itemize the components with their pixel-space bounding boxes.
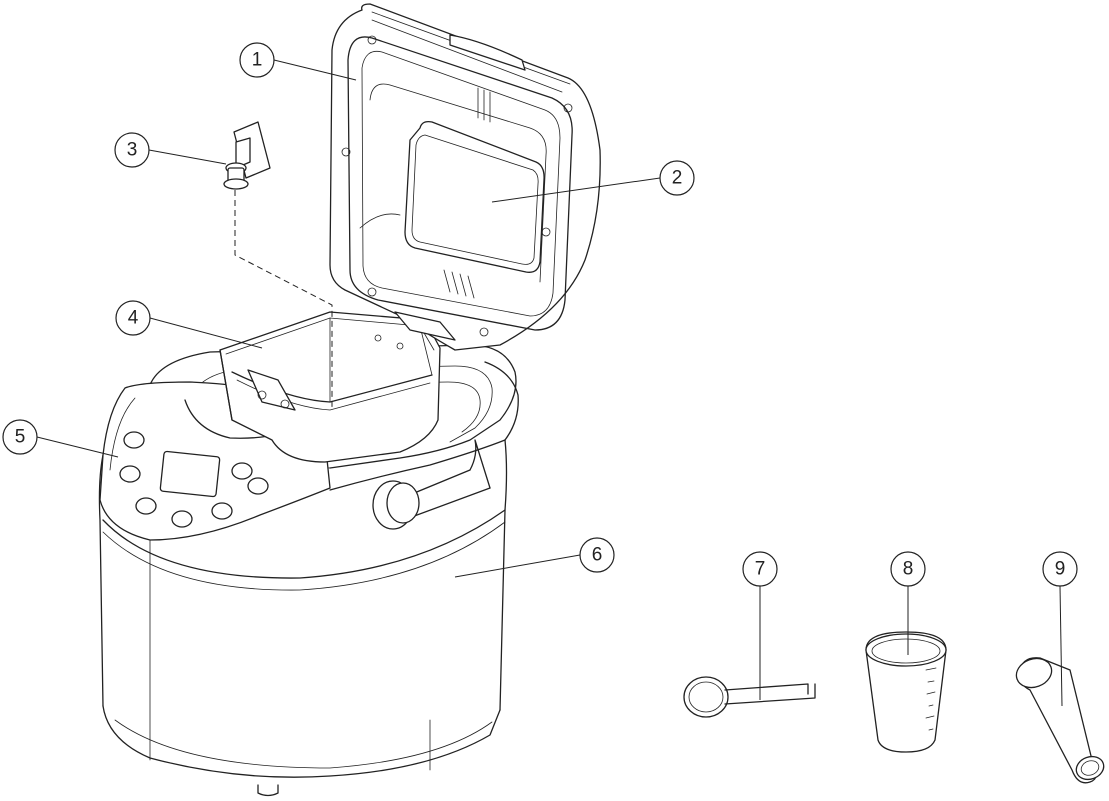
side-knob <box>372 439 491 530</box>
lid <box>329 3 601 351</box>
measuring-spoon <box>1015 657 1105 784</box>
callout-label: 6 <box>592 545 603 566</box>
baking-pan <box>219 311 441 463</box>
leader-lines <box>36 59 1063 707</box>
callout-9: 9 <box>1042 551 1078 587</box>
callout-1: 1 <box>239 42 275 78</box>
callout-label: 4 <box>128 308 139 329</box>
callout-7: 7 <box>742 551 778 587</box>
panel-button <box>135 497 157 515</box>
callout-label: 5 <box>15 427 26 448</box>
panel-button <box>231 462 253 480</box>
callout-3: 3 <box>114 132 150 168</box>
hook-remover <box>683 676 816 718</box>
panel-button <box>119 465 141 483</box>
panel-button <box>171 510 193 528</box>
callout-8: 8 <box>890 551 926 587</box>
viewing-window <box>404 120 545 273</box>
callout-label: 7 <box>755 559 766 580</box>
measuring-cup <box>865 631 947 753</box>
callout-2: 2 <box>659 160 695 196</box>
callout-label: 8 <box>903 559 914 580</box>
lcd-display <box>159 450 221 498</box>
panel-button <box>211 502 233 520</box>
callout-6: 6 <box>579 537 615 573</box>
callout-label: 3 <box>127 140 138 161</box>
callout-4: 4 <box>115 300 151 336</box>
callout-5: 5 <box>2 419 38 455</box>
callout-label: 1 <box>252 50 263 71</box>
panel-button <box>123 431 145 449</box>
callout-label: 2 <box>672 168 683 189</box>
callout-label: 9 <box>1055 559 1066 580</box>
kneading-paddle <box>223 121 333 410</box>
panel-button <box>247 477 269 495</box>
